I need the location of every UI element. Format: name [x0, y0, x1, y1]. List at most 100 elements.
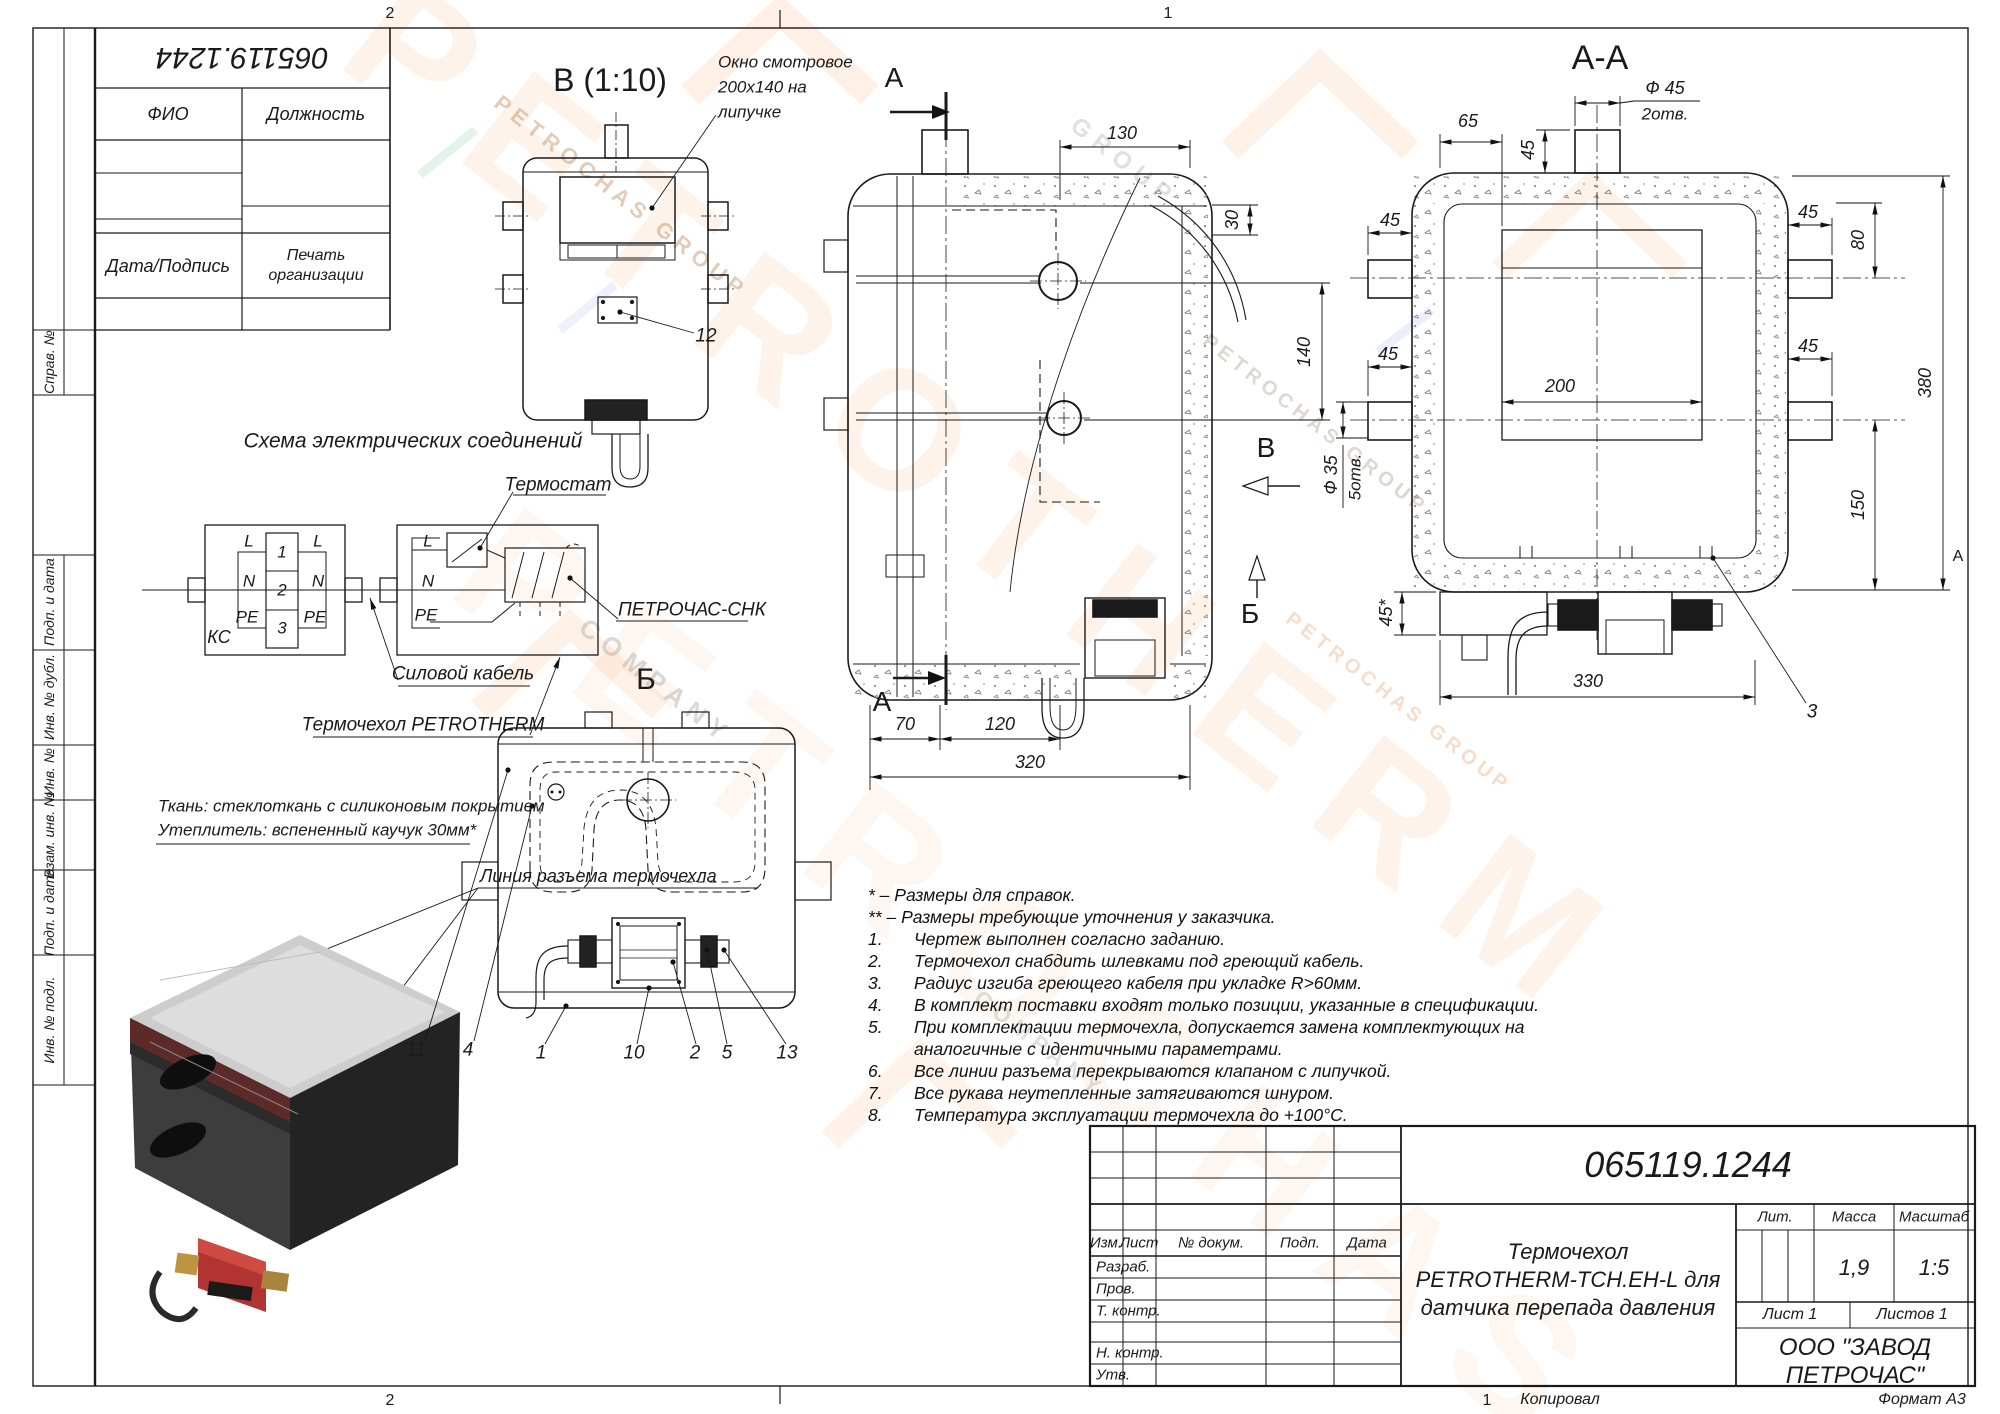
tb-row-prov: Пров.	[1096, 1280, 1136, 1298]
tb-col-podp: Подп.	[1280, 1234, 1320, 1252]
corner-date-sign-label: Дата/Подпись	[106, 256, 230, 276]
schema-term-n2: N	[311, 571, 325, 591]
tb-sheet: Лист 1	[1762, 1306, 1818, 1323]
corner-doc-number: 065119.1244	[155, 41, 329, 74]
schema-cover-label: Термочехол PETROTHERM	[301, 714, 545, 736]
note-item-4: 4.В комплект поставки входят только пози…	[868, 995, 1539, 1015]
schema-term-l3: L	[423, 531, 433, 551]
zone-number-top-right: 1	[1163, 5, 1173, 22]
margin-inv-dubl: Инв. № дубл.	[41, 653, 57, 741]
title-block-grid	[1088, 1124, 1977, 1388]
dim-dia35-qty: 5отв.	[1345, 453, 1365, 501]
schema-term-pe1: PE	[235, 607, 259, 627]
view-arrow-v: В	[1256, 432, 1276, 463]
schema-title: Схема электрических соединений	[243, 429, 583, 453]
margin-podp-data-2: Подп. и дата	[41, 868, 57, 956]
schema-term-l1: L	[244, 531, 254, 551]
view-arrow-b: Б	[1240, 598, 1260, 629]
tb-col-doc: № докум.	[1177, 1234, 1245, 1252]
tb-row-nkontr: Н. контр.	[1096, 1344, 1164, 1362]
zone-number-top-left: 2	[385, 5, 395, 22]
dim-120: 120	[984, 714, 1016, 734]
dim-65: 65	[1457, 111, 1479, 131]
tb-lit-label: Лит.	[1757, 1208, 1793, 1226]
dim-30: 30	[1222, 209, 1242, 231]
section-arrow-a-bottom: А	[872, 686, 892, 717]
dim-70: 70	[894, 714, 916, 734]
tb-sheets: Листов 1	[1876, 1306, 1948, 1323]
tb-name-line3: датчика перепада давления	[1420, 1295, 1716, 1320]
corner-fio-label: ФИО	[147, 104, 189, 124]
schema-term-n1: N	[242, 571, 256, 591]
title-block-doc-number: 065119.1244	[1584, 1144, 1792, 1185]
schema-num-3: 3	[277, 618, 287, 638]
callout-10: 10	[623, 1042, 645, 1064]
note-item-1: 1.Чертеж выполнен согласно заданию.	[868, 929, 1225, 949]
note-item-7: 7.Все рукава неутепленные затягиваются ш…	[868, 1083, 1335, 1103]
view-b-note-line2: 200х140 на	[718, 77, 807, 97]
margin-inv-podl: Инв. № подл.	[41, 976, 57, 1064]
render-3d	[130, 935, 460, 1322]
note-item-6: 6.Все линии разъема перекрываются клапан…	[868, 1061, 1392, 1081]
corner-seal-label-1: Печать	[286, 247, 346, 264]
note-item-5: 5.При комплектации термочехла, допускает…	[868, 1017, 1525, 1059]
schema-term-pe2: PE	[303, 607, 327, 627]
dim-45-top-right: 45	[1797, 202, 1819, 222]
callout-12: 12	[695, 325, 717, 347]
callout-11: 11	[406, 1039, 426, 1061]
view-b-bottom-title: Б	[636, 663, 656, 696]
view-b-drawing	[495, 112, 736, 488]
section-arrow-a-top: А	[884, 62, 904, 93]
zone-number-bottom-left: 2	[385, 1392, 395, 1409]
schema-device-label: ПЕТРОЧАС-СНК	[618, 599, 766, 621]
tb-col-data: Дата	[1347, 1234, 1387, 1252]
schema-drawing	[142, 491, 748, 738]
dim-320: 320	[1014, 752, 1046, 772]
view-b-note-line3: липучке	[718, 102, 782, 122]
schema-term-n3: N	[421, 571, 435, 591]
callout-1: 1	[535, 1042, 547, 1064]
zone-number-bottom-right: 1	[1482, 1392, 1492, 1409]
callout-4: 4	[462, 1039, 474, 1061]
corner-stamp-table	[95, 28, 391, 331]
margin-vzam-inv: Взам. инв. №	[41, 791, 57, 879]
dim-130: 130	[1106, 123, 1138, 143]
note-double-star: ** – Размеры требующие уточнения у заказ…	[868, 907, 1276, 927]
margin-inv-no: Инв. №	[41, 748, 57, 796]
dim-dia45: Ф 45	[1645, 78, 1685, 98]
main-view-dims	[869, 140, 1330, 790]
fabric-note-line1: Ткань: стеклоткань с силиконовым покрыти…	[158, 796, 545, 816]
margin-podp-data-1: Подп. и дата	[41, 558, 57, 646]
format-label: Формат А3	[1878, 1391, 1966, 1408]
corner-seal-label-2: организации	[268, 267, 364, 284]
dim-200: 200	[1544, 376, 1576, 396]
dim-140: 140	[1294, 336, 1314, 368]
main-view-drawing	[823, 92, 1300, 739]
dim-dia45-qty: 2отв.	[1641, 104, 1689, 124]
corner-position-label: Должность	[266, 104, 366, 124]
dim-330: 330	[1572, 671, 1604, 691]
schema-kc-label: КС	[207, 627, 231, 647]
split-line-label: Линия разъема термочехла	[480, 866, 717, 886]
note-star: * – Размеры для справок.	[868, 885, 1076, 905]
tb-massa-value: 1,9	[1838, 1255, 1870, 1280]
schema-thermostat-label: Термостат	[504, 474, 612, 496]
tb-row-tkontr: Т. контр.	[1096, 1302, 1161, 1320]
callout-3: 3	[1806, 701, 1818, 723]
dim-dia35: Ф 35	[1321, 455, 1341, 495]
section-aa-title: А-А	[1571, 39, 1629, 77]
note-item-2: 2.Термочехол снабдить шлевками под греющ…	[868, 951, 1365, 971]
zone-letter-right: А	[1952, 548, 1964, 565]
schema-num-1: 1	[277, 542, 287, 562]
tb-massa-label: Масса	[1831, 1208, 1877, 1226]
callout-5: 5	[721, 1042, 733, 1064]
dim-45-top-left: 45	[1379, 210, 1401, 230]
dim-45-bottom-left: 45	[1377, 344, 1399, 364]
tb-name-line2: PETROTHERM-TCH.EH-L для	[1415, 1267, 1721, 1292]
note-item-3: 3.Радиус изгиба греющего кабеля при укла…	[868, 973, 1363, 993]
copied-label: Копировал	[1520, 1391, 1600, 1408]
tb-row-utv: Утв.	[1096, 1366, 1131, 1384]
section-aa-dims	[1336, 96, 1950, 705]
